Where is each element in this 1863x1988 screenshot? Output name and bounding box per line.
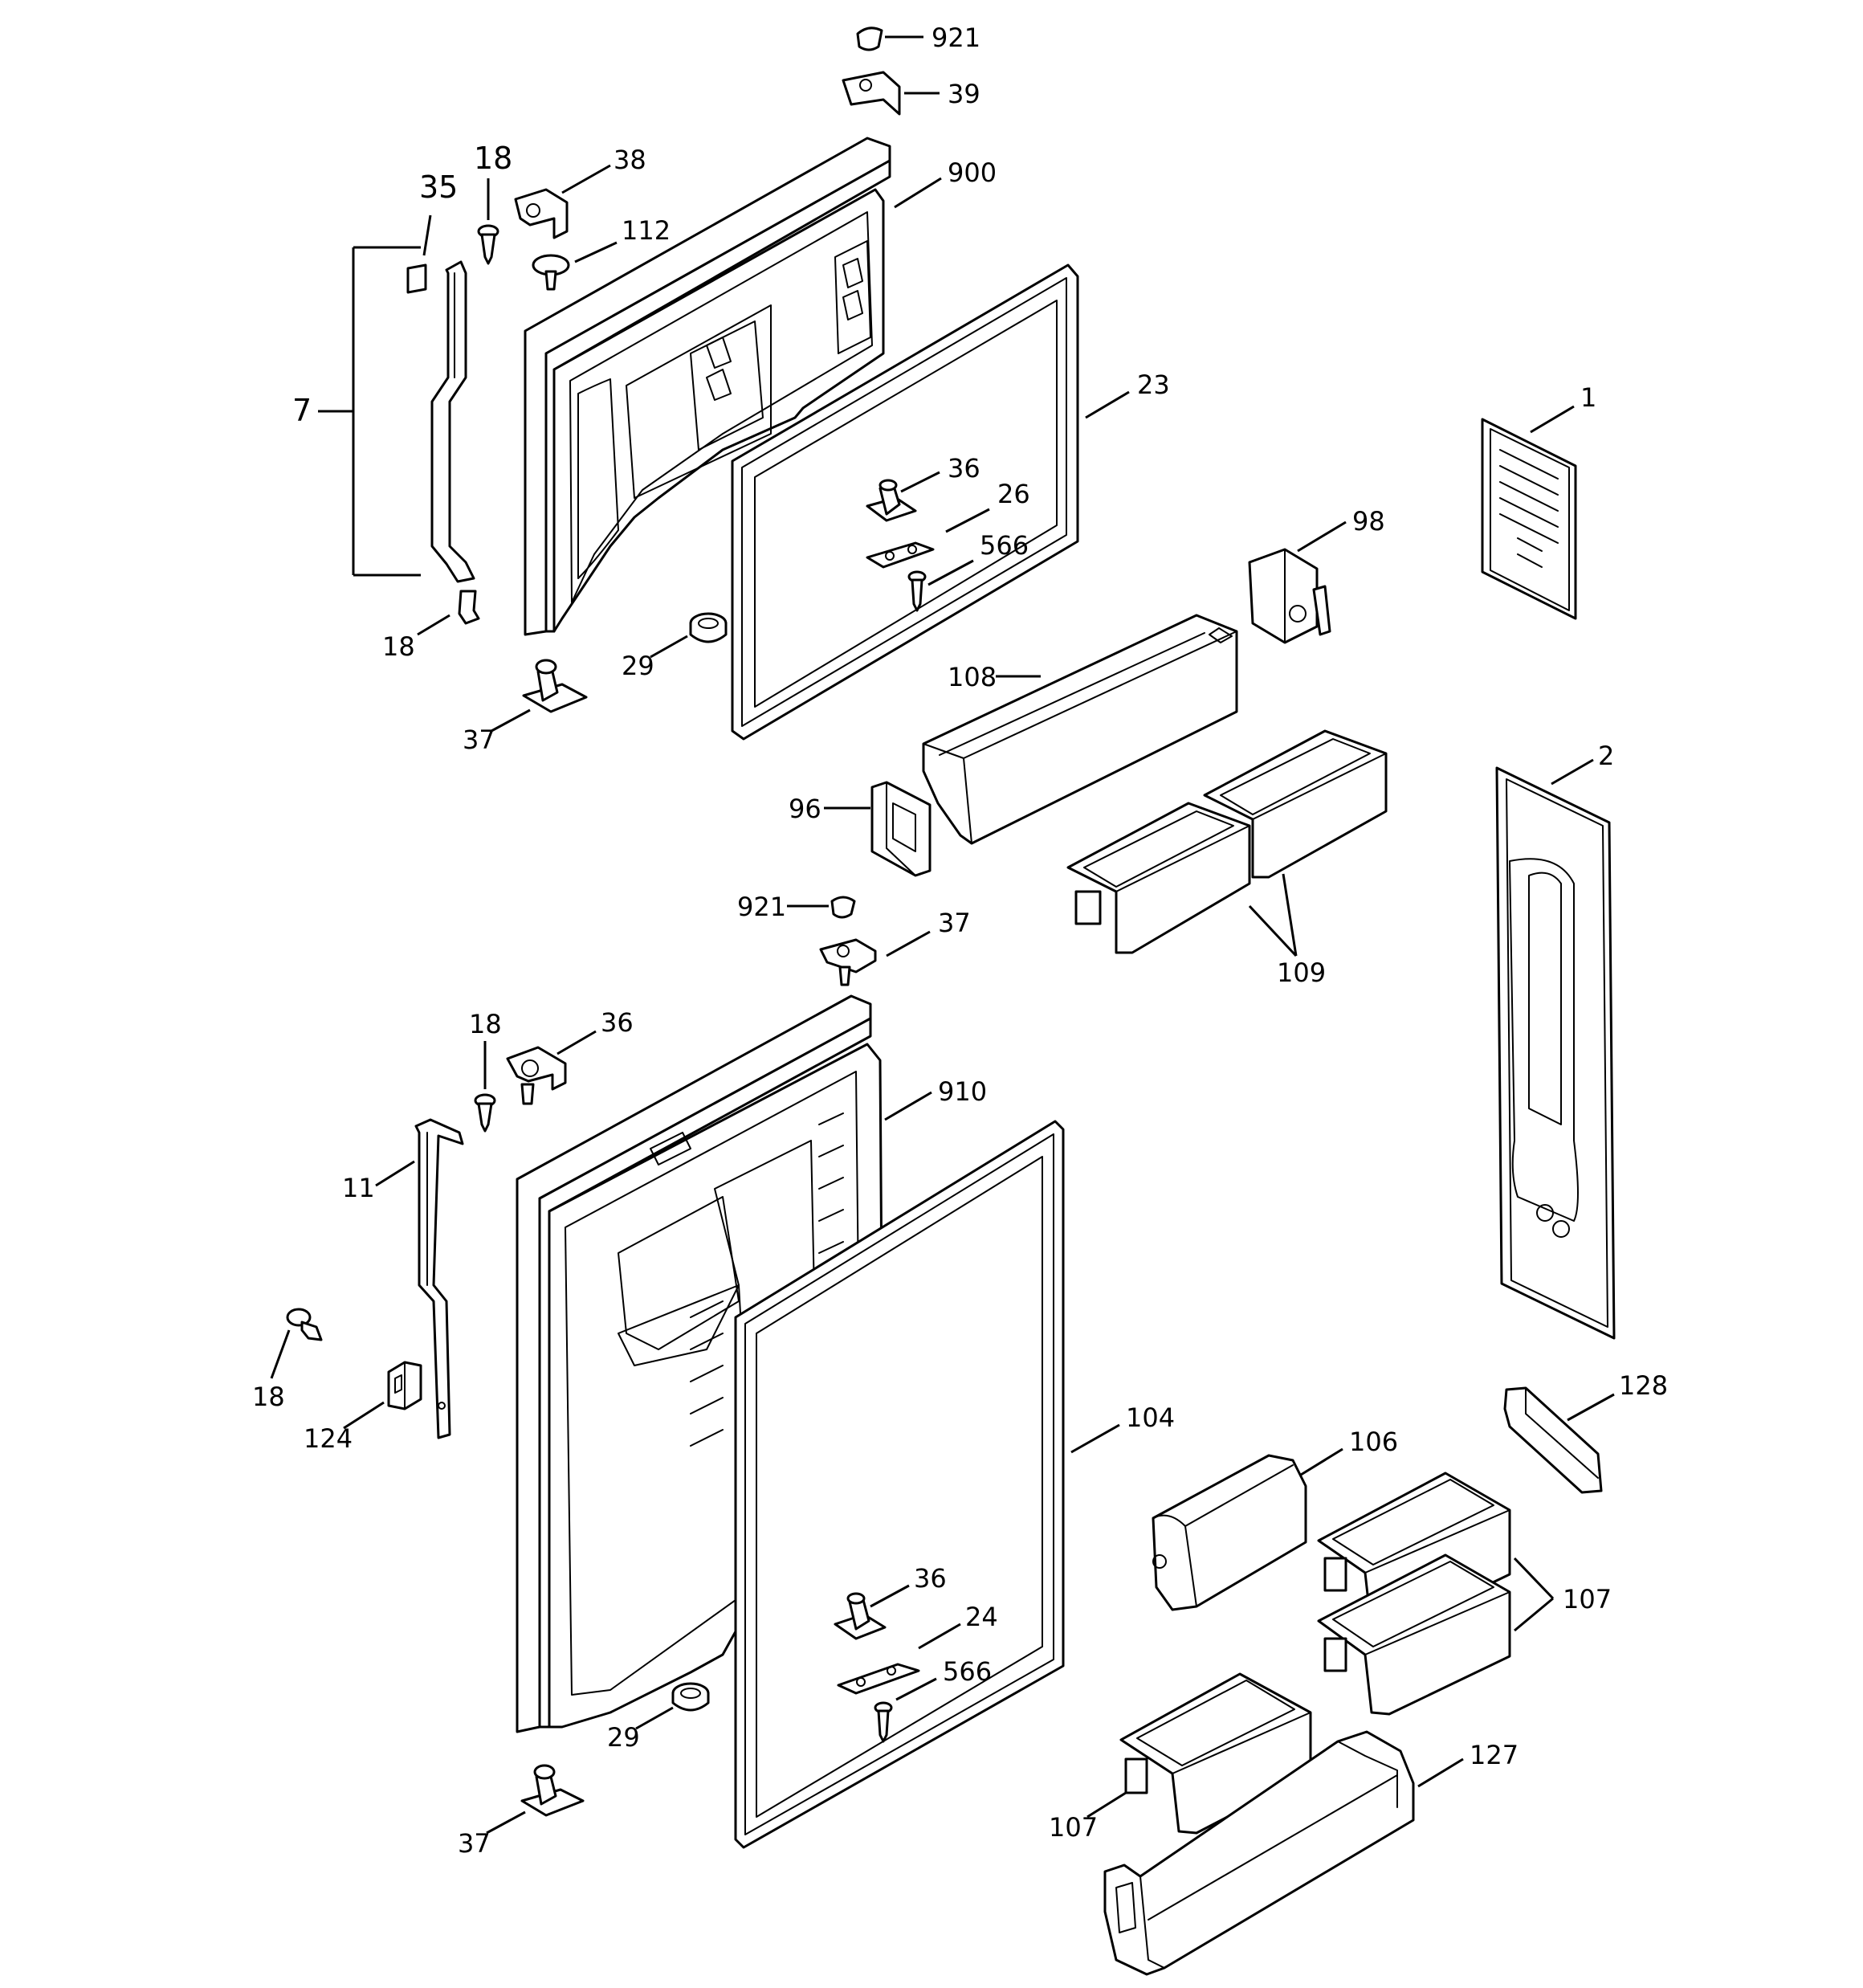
callout-112: 112 bbox=[622, 215, 671, 246]
part-109-shelf-bin-b bbox=[1066, 802, 1251, 954]
part-18-screw-d bbox=[286, 1308, 323, 1341]
callout-566-b: 566 bbox=[943, 1656, 992, 1687]
callout-36-c: 36 bbox=[914, 1563, 947, 1594]
callout-107-a: 107 bbox=[1563, 1584, 1612, 1614]
part-921-top-plug bbox=[856, 27, 883, 51]
callout-18-a: 18 bbox=[474, 141, 512, 176]
part-18-screw-b bbox=[458, 590, 480, 625]
part-39-top-hinge bbox=[842, 71, 901, 116]
part-566-screw-b bbox=[874, 1701, 893, 1743]
callout-23: 23 bbox=[1137, 369, 1170, 400]
part-921-plug-b bbox=[830, 896, 856, 919]
part-37-bottom-hinge-a bbox=[522, 659, 588, 713]
part-98-bin-support bbox=[1248, 548, 1331, 644]
callout-107-b: 107 bbox=[1049, 1812, 1098, 1843]
callout-29-b: 29 bbox=[607, 1722, 640, 1753]
callout-18-d: 18 bbox=[252, 1382, 285, 1412]
callout-39: 39 bbox=[948, 79, 980, 109]
part-108-freezer-bin bbox=[922, 614, 1238, 845]
part-7-handle-assembly-bracket bbox=[318, 246, 421, 577]
callout-24: 24 bbox=[965, 1602, 998, 1632]
part-38-hinge-bracket bbox=[514, 188, 569, 239]
callout-108: 108 bbox=[948, 662, 997, 692]
part-1-label-sheet bbox=[1481, 418, 1577, 620]
part-566-screw-a bbox=[907, 570, 927, 612]
part-900-freezer-door bbox=[524, 137, 891, 636]
part-2-door-panel bbox=[1495, 766, 1616, 1340]
part-36-hinge-pin-a bbox=[866, 479, 917, 522]
callout-29-a: 29 bbox=[622, 651, 654, 681]
callout-566-a: 566 bbox=[980, 530, 1029, 561]
callout-921-b: 921 bbox=[737, 892, 786, 922]
part-35-label bbox=[406, 263, 427, 294]
part-23-gasket bbox=[731, 263, 1079, 741]
part-109-shelf-bin-a bbox=[1203, 729, 1388, 879]
part-7-handle bbox=[430, 260, 475, 583]
callout-127: 127 bbox=[1470, 1740, 1519, 1770]
callout-109: 109 bbox=[1277, 957, 1326, 988]
part-128-bin-end-cap bbox=[1503, 1386, 1603, 1494]
part-24-hinge-plate bbox=[837, 1663, 920, 1695]
callout-98: 98 bbox=[1352, 506, 1385, 537]
callout-36-a: 36 bbox=[948, 453, 980, 484]
callout-106: 106 bbox=[1349, 1427, 1398, 1457]
callout-124: 124 bbox=[304, 1423, 353, 1454]
part-29-bushing-b bbox=[671, 1682, 710, 1712]
callout-921-top: 921 bbox=[932, 22, 980, 53]
callout-128: 128 bbox=[1619, 1370, 1668, 1401]
part-36-hinge-bracket-b bbox=[506, 1046, 567, 1105]
part-37-bottom-hinge-c bbox=[520, 1764, 585, 1817]
part-106-dairy-compartment bbox=[1152, 1454, 1307, 1611]
callout-37-a: 37 bbox=[463, 725, 495, 755]
callout-labels: 921 39 38 900 18 35 112 7 23 1 36 26 566… bbox=[252, 22, 1668, 1859]
callout-900: 900 bbox=[948, 157, 997, 188]
callout-36-b: 36 bbox=[601, 1007, 634, 1038]
callout-26: 26 bbox=[997, 479, 1030, 509]
part-96-bin-retainer bbox=[870, 781, 932, 877]
callout-96: 96 bbox=[789, 794, 821, 824]
part-26-hinge-plate bbox=[866, 541, 935, 569]
part-124-clip bbox=[387, 1361, 422, 1410]
callout-18-c: 18 bbox=[469, 1009, 502, 1039]
callout-38: 38 bbox=[614, 145, 646, 175]
part-107-bin-b bbox=[1317, 1553, 1511, 1716]
part-29-bushing-a bbox=[689, 612, 728, 643]
part-18-screw-c bbox=[474, 1093, 496, 1133]
callout-37-c: 37 bbox=[458, 1828, 491, 1859]
callout-18-b: 18 bbox=[382, 631, 415, 662]
callout-1: 1 bbox=[1580, 382, 1596, 413]
callout-104: 104 bbox=[1126, 1402, 1175, 1433]
callout-37-b: 37 bbox=[938, 908, 971, 938]
part-112-rivet bbox=[532, 254, 570, 291]
part-18-screw-a bbox=[477, 224, 499, 265]
callout-11: 11 bbox=[342, 1173, 375, 1203]
part-11-handle bbox=[414, 1118, 464, 1439]
callout-910: 910 bbox=[938, 1076, 987, 1107]
callout-35: 35 bbox=[419, 169, 458, 205]
callout-2: 2 bbox=[1598, 741, 1614, 771]
part-127-door-shelf bbox=[1103, 1730, 1415, 1976]
part-36-hinge-pin-c bbox=[834, 1592, 887, 1640]
callout-7: 7 bbox=[292, 393, 312, 428]
part-37-hinge-b bbox=[819, 938, 877, 986]
part-104-gasket bbox=[734, 1120, 1065, 1849]
